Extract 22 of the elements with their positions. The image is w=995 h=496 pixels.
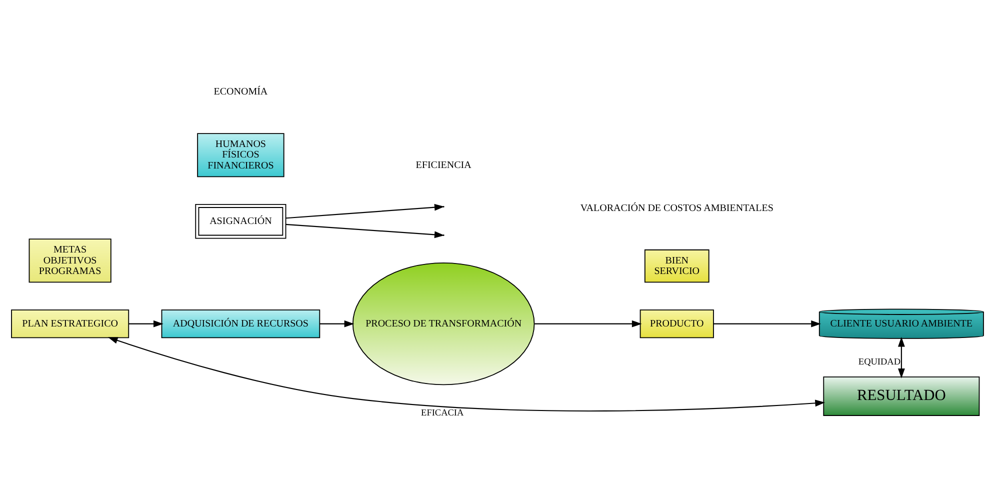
arrow	[108, 337, 826, 412]
node-box: METAS OBJETIVOS PROGRAMAS	[28, 238, 112, 283]
node-ellipse: PROCESO DE TRANSFORMACIÓN	[352, 262, 535, 386]
node-box: ADQUISICIÓN DE RECURSOS	[161, 309, 320, 338]
node-box: PRODUCTO	[640, 309, 714, 338]
arrow	[286, 224, 444, 238]
label: VALORACIÓN DE COSTOS AMBIENTALES	[580, 202, 774, 214]
node-box: RESULTADO	[823, 376, 980, 416]
arrow	[128, 320, 164, 328]
label: EFICIENCIA	[416, 160, 472, 171]
node-box: PLAN ESTRATEGICO	[11, 309, 130, 338]
node-box: HUMANOS FÍSICOS FINANCIEROS	[197, 133, 284, 178]
edge-label: EFICACIA	[421, 407, 464, 418]
arrow	[898, 336, 905, 378]
node-box: BIEN SERVICIO	[644, 249, 710, 283]
node-box: ASIGNACIÓN	[195, 204, 286, 239]
label: ECONOMÍA	[214, 86, 268, 98]
edge-label: EQUIDAD	[858, 356, 901, 367]
arrow	[286, 204, 444, 219]
arrow	[320, 320, 354, 328]
arrow	[534, 320, 642, 328]
arrow	[713, 320, 821, 328]
